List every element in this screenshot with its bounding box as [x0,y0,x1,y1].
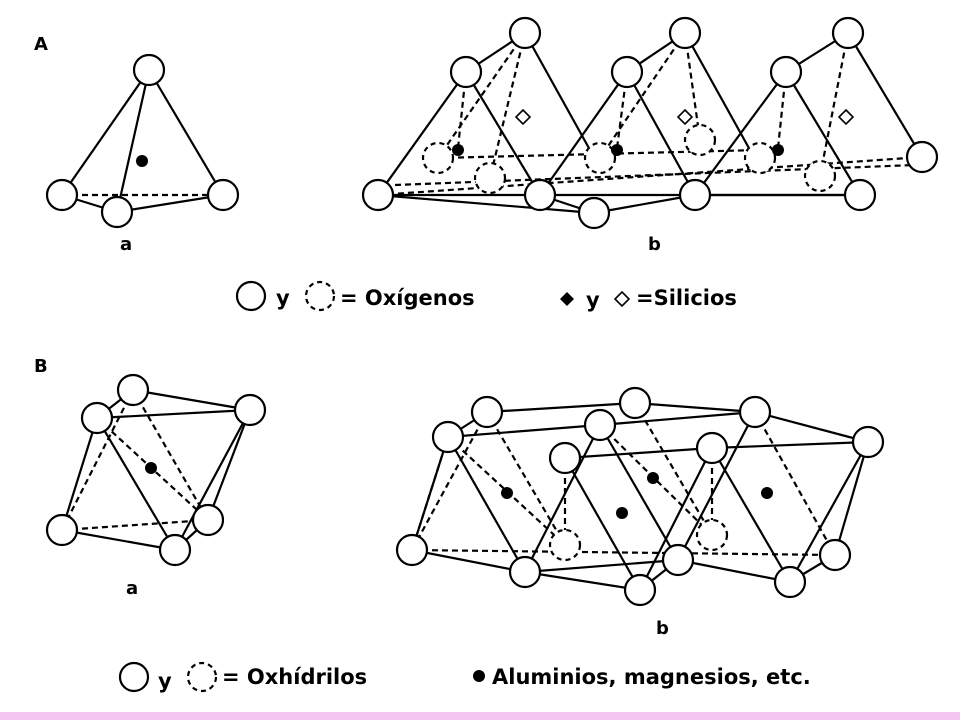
panel-b-sub-left: a [126,578,138,599]
legend-b-hydroxyl-text: = Oxhídrilos [222,665,367,689]
legend-b-hydroxyl-join: y [158,669,172,693]
panel-a-sub-right: b [648,234,661,255]
tetrahedron-single [45,53,240,229]
legend-a-silicon-join: y [586,288,600,312]
octahedral-layer [395,386,885,607]
panel-a-label: A [34,34,48,55]
panel-a-sub-left: a [120,234,132,255]
octahedron-single [45,373,267,567]
panel-b-label: B [34,356,48,377]
panel-b-sub-right: b [656,618,669,639]
tetrahedral-chain [361,16,939,230]
legend-b-cation-text: Aluminios, magnesios, etc. [492,665,811,689]
legend-a-symbols [235,280,631,312]
bottom-strip [0,712,960,720]
legend-b-symbols [118,661,485,693]
legend-a-oxygen-text: = Oxígenos [340,286,475,310]
legend-a-silicon-text: =Silicios [636,286,737,310]
legend-a-oxygen-join: y [276,286,290,310]
